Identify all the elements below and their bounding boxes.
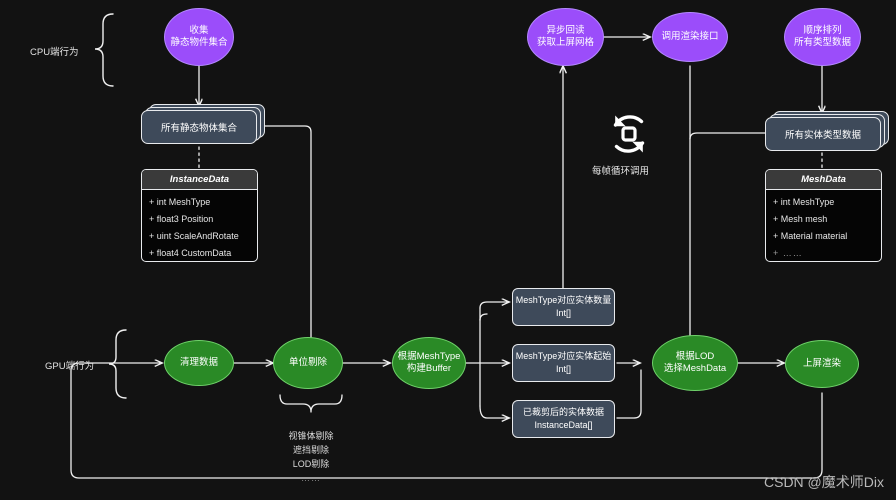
stack-layer-front: 所有静态物体集合 [141, 110, 257, 144]
uml-row: + …… [773, 247, 803, 258]
uml-title-instancedata: InstanceData [142, 170, 257, 190]
loop-refresh-icon [603, 108, 655, 165]
node-unit-cull[interactable]: 单位剔除 [273, 337, 343, 389]
databox-all-entity-types[interactable]: 所有实体类型数据 [765, 111, 889, 151]
node-collect[interactable]: 收集 静态物件集合 [164, 8, 234, 66]
uml-row: + uint ScaleAndRotate [149, 230, 239, 241]
node-sort-types[interactable]: 顺序排列 所有类型数据 [784, 8, 861, 66]
loop-label: 每帧循环调用 [592, 166, 650, 177]
note-cull-methods-ellipsis: …… [301, 472, 321, 483]
databox-culled-instances-line1: 已裁剪后的实体数据 [522, 406, 604, 417]
node-call-render-api[interactable]: 调用渲染接口 [652, 12, 728, 62]
uml-row: + Material material [773, 230, 848, 241]
databox-culled-instances[interactable]: 已裁剪后的实体数据 InstanceData[] [512, 400, 615, 438]
databox-culled-instances-line2: InstanceData[] [534, 420, 593, 430]
note-cull-methods: 视锥体剔除 遮挡剔除 LOD剔除 …… [258, 416, 364, 500]
swimlane-label-gpu: GPU端行为 [45, 361, 95, 372]
uml-row: + float3 Position [149, 213, 214, 224]
uml-row: + float4 CustomData [149, 247, 232, 258]
node-async-readback[interactable]: 异步回读 获取上屏网格 [527, 8, 604, 66]
watermark: CSDN @魔术师Dix [764, 474, 884, 490]
uml-title-meshdata: MeshData [766, 170, 881, 190]
node-present[interactable]: 上屏渲染 [785, 340, 859, 388]
uml-row: + Mesh mesh [773, 213, 828, 224]
node-select-meshdata[interactable]: 根据LOD 选择MeshData [652, 335, 738, 391]
databox-mesh-start-line2: Int[] [555, 364, 571, 374]
uml-row: + int MeshType [773, 196, 835, 207]
node-clean-data[interactable]: 清理数据 [164, 340, 234, 386]
databox-mesh-count[interactable]: MeshType对应实体数量 Int[] [512, 288, 615, 326]
uml-class-meshdata[interactable]: MeshData + int MeshType + Mesh mesh + Ma… [765, 169, 882, 262]
uml-body-meshdata: + int MeshType + Mesh mesh + Material ma… [766, 190, 881, 261]
uml-row: + int MeshType [149, 196, 211, 207]
note-cull-methods-text: 视锥体剔除 遮挡剔除 LOD剔除 [288, 430, 334, 469]
databox-mesh-start[interactable]: MeshType对应实体起始 Int[] [512, 344, 615, 382]
swimlane-label-cpu: CPU端行为 [30, 47, 79, 58]
uml-class-instancedata[interactable]: InstanceData + int MeshType + float3 Pos… [141, 169, 258, 262]
databox-mesh-count-line1: MeshType对应实体数量 [515, 294, 612, 305]
stack-layer-front: 所有实体类型数据 [765, 117, 881, 151]
node-build-buffer[interactable]: 根据MeshType 构建Buffer [392, 337, 466, 389]
databox-mesh-start-line1: MeshType对应实体起始 [515, 350, 612, 361]
databox-all-static-objects[interactable]: 所有静态物体集合 [141, 104, 265, 144]
uml-body-instancedata: + int MeshType + float3 Position + uint … [142, 190, 257, 261]
databox-mesh-count-line2: Int[] [555, 308, 571, 318]
